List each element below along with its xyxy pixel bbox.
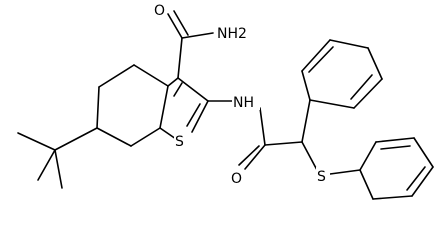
cyclohexene-ring <box>96 64 169 147</box>
acyl-oxygen-label: O <box>231 171 242 187</box>
molecule-structure: NH2 O S NH O S <box>17 0 434 200</box>
amide-oxygen-label: O <box>154 3 165 19</box>
upper-phenyl-ring <box>301 39 383 143</box>
carboxamide-group <box>167 10 214 79</box>
atom-labels: NH2 O S NH O S <box>153 0 330 187</box>
tert-butyl-group <box>17 127 98 189</box>
amide-linkage <box>207 100 303 170</box>
phenylthio-group <box>301 137 434 200</box>
thiophene-ring <box>159 77 209 140</box>
amide-nitrogen-label: NH2 <box>217 26 247 42</box>
amine-nh-label: NH <box>233 95 254 111</box>
ring-sulfur-label: S <box>175 134 184 150</box>
thioether-sulfur-label: S <box>317 169 326 185</box>
